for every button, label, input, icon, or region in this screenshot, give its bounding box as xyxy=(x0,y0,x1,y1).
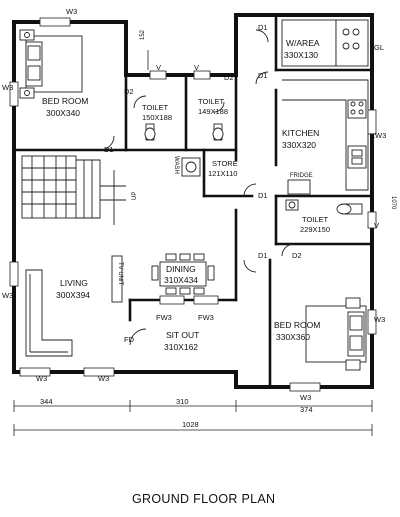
stair-up-label: UP xyxy=(132,192,138,200)
opening-tags: W3 W3 W3 W3 W3 W3 W3 FW3 FW3 KW3 V V V G… xyxy=(2,7,386,402)
window-tag: V xyxy=(194,63,199,72)
window-tag: V xyxy=(374,221,379,230)
tv-unit-label: TV UNIT xyxy=(117,262,123,286)
kitchen-counter xyxy=(281,19,369,195)
room-bedroom-right-size: 330X360 xyxy=(276,332,310,342)
room-work-area-size: 330X130 xyxy=(284,50,318,60)
room-toilet-2-name: TOILET xyxy=(198,97,225,106)
room-dining-name: DINING xyxy=(166,264,196,274)
room-toilet-3-size: 229X150 xyxy=(300,225,330,234)
window-tag: W3 xyxy=(2,83,13,92)
window-tag: GL xyxy=(374,43,384,52)
room-toilet-3-name: TOILET xyxy=(302,215,329,224)
window-tag: W3 xyxy=(98,374,109,383)
dim-152-label: 152 xyxy=(140,29,146,40)
tv-unit: TV UNIT xyxy=(111,255,123,303)
room-toilet-1-name: TOILET xyxy=(142,103,169,112)
room-sitout-name: SIT OUT xyxy=(166,330,199,340)
dining-table xyxy=(151,253,215,295)
window-tag: W3 xyxy=(66,7,77,16)
window-tag: W3 xyxy=(2,291,13,300)
room-dining-size: 310X434 xyxy=(164,275,198,285)
room-bedroom-left-size: 300X340 xyxy=(46,108,80,118)
fridge-label: FRIDGE xyxy=(290,173,313,179)
room-kitchen-name: KITCHEN xyxy=(282,128,319,138)
door-tag: D1 xyxy=(258,191,268,200)
bed-left xyxy=(19,29,83,99)
bed-right xyxy=(305,297,367,371)
dim-374: 374 xyxy=(300,405,313,414)
dim-344: 344 xyxy=(40,397,53,406)
plan-title: GROUND FLOOR PLAN xyxy=(132,492,275,506)
room-toilet-2-size: 149X188 xyxy=(198,107,228,116)
fridge: FRIDGE xyxy=(290,173,313,179)
wash-label: WASH xyxy=(173,156,179,174)
door-tag: D1 xyxy=(104,145,114,154)
window-tag: W3 xyxy=(374,315,385,324)
room-toilet-1-size: 150X188 xyxy=(142,113,172,122)
dim-total: 1028 xyxy=(182,420,199,429)
door-swings xyxy=(99,29,295,346)
door-tag: D2 xyxy=(124,87,134,96)
dim-right-label: 1070 xyxy=(390,196,396,210)
staircase xyxy=(21,155,126,225)
wash-basin xyxy=(181,157,201,177)
room-kitchen-size: 330X320 xyxy=(282,140,316,150)
window-tag: KW3 xyxy=(370,131,386,140)
door-tag: D1 xyxy=(258,71,268,80)
room-living-size: 300X394 xyxy=(56,290,90,300)
room-sitout-size: 310X162 xyxy=(164,342,198,352)
door-tag: FD xyxy=(124,335,135,344)
room-living-name: LIVING xyxy=(60,278,88,288)
dim-310: 310 xyxy=(176,397,189,406)
window-tag: FW3 xyxy=(198,313,214,322)
window-tag: FW3 xyxy=(156,313,172,322)
toilet-fixtures xyxy=(144,123,363,215)
door-tag: D1 xyxy=(258,251,268,260)
room-labels: BED ROOM 300X340 TOILET 150X188 TOILET 1… xyxy=(42,38,330,352)
room-store-size: 121X110 xyxy=(208,169,237,178)
room-store-name: STORE xyxy=(212,159,238,168)
room-work-area-name: W/AREA xyxy=(286,38,320,48)
window-tag: W3 xyxy=(300,393,311,402)
door-tag: D2 xyxy=(224,73,234,82)
window-tag: V xyxy=(156,63,161,72)
door-tag: D2 xyxy=(292,251,302,260)
door-tag: D1 xyxy=(258,23,268,32)
room-bedroom-right-name: BED ROOM xyxy=(274,320,320,330)
exterior-walls xyxy=(12,13,374,389)
window-markers xyxy=(9,17,377,392)
room-bedroom-left-name: BED ROOM xyxy=(42,96,88,106)
window-tag: W3 xyxy=(36,374,47,383)
living-sofa xyxy=(25,269,73,357)
dimension-lines xyxy=(13,50,373,436)
